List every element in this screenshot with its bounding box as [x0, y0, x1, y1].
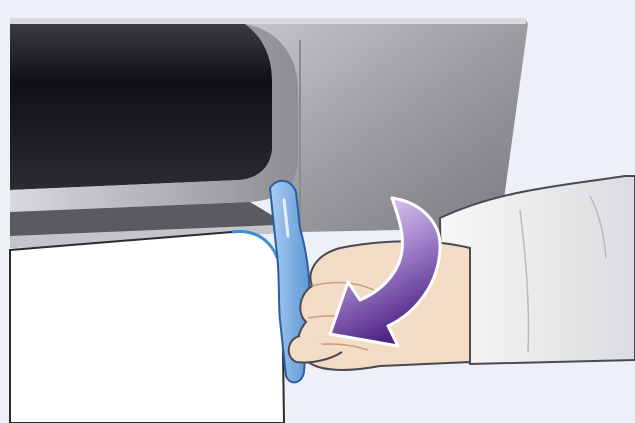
paper-sheet-icon — [10, 231, 284, 423]
